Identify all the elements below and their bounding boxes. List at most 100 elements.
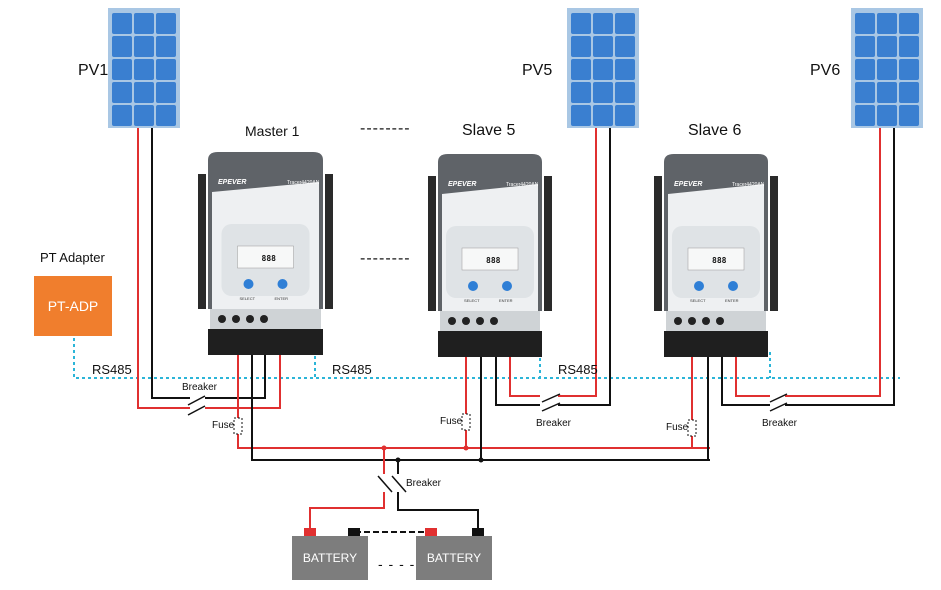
pv-cell (855, 105, 875, 126)
pv-cell (615, 82, 635, 103)
pv-panel-1 (108, 8, 180, 128)
terminal-screw (218, 315, 226, 323)
master-output-wires (237, 332, 710, 461)
breaker-label-2: Breaker (536, 418, 572, 429)
pv-cell (112, 82, 132, 103)
pv-cell (156, 105, 176, 126)
more-controllers-dashes-top: -------- (360, 120, 411, 137)
pv-cell (156, 59, 176, 80)
pv-cell (134, 36, 154, 57)
pv-cell (855, 59, 875, 80)
pv-cell (571, 59, 591, 80)
pv-cell (156, 13, 176, 34)
terminal-screw (232, 315, 240, 323)
battery-2: BATTERY (416, 536, 492, 580)
pv-cell (593, 36, 613, 57)
pv-cell (593, 59, 613, 80)
pv-cell (112, 13, 132, 34)
rs485-label-2: RS485 (332, 362, 372, 377)
pt-adapter-label: PT Adapter (40, 250, 105, 265)
select-text: SELECT (690, 298, 706, 303)
pt-adapter-box-label: PT-ADP (47, 298, 99, 314)
slave6-title: Slave 6 (688, 122, 742, 139)
enter-button-shape (277, 279, 288, 289)
more-controllers-dashes-mid: -------- (360, 250, 411, 267)
bottom-cover (664, 331, 768, 357)
model-text: Tracer4420AN (506, 182, 539, 188)
pv-cell (877, 59, 897, 80)
breaker-symbols (187, 393, 788, 493)
master1-title: Master 1 (245, 123, 300, 139)
pv5-label: PV5 (522, 62, 553, 79)
pv-panel-5 (567, 8, 639, 128)
more-batteries-dashes: - - - - (378, 556, 416, 572)
lcd-screen (237, 245, 294, 269)
pv-cell (899, 13, 919, 34)
fuse-label-3: Fuse (666, 422, 689, 433)
pv-cell (855, 13, 875, 34)
breaker-label-3: Breaker (762, 418, 798, 429)
pv-cell (877, 105, 897, 126)
pv-cell (593, 105, 613, 126)
pv-cell (112, 36, 132, 57)
battery-2-label: BATTERY (426, 551, 482, 565)
battery-wires (309, 448, 479, 533)
pv-cell (615, 13, 635, 34)
pv-cell (593, 13, 613, 34)
pv-cell (593, 82, 613, 103)
pv-cell (877, 82, 897, 103)
terminal-screw (246, 315, 254, 323)
enter-button-shape (502, 281, 512, 291)
breaker-label-4: Breaker (406, 478, 442, 489)
pv-cell (615, 105, 635, 126)
select-button-shape (694, 281, 704, 291)
pv-cell (571, 105, 591, 126)
pv-cell (615, 36, 635, 57)
heatsink-right (325, 174, 333, 309)
select-text: SELECT (240, 296, 256, 301)
pv-cell (156, 82, 176, 103)
pv-cell (899, 82, 919, 103)
terminal-screw (490, 317, 498, 325)
pv-cell (571, 36, 591, 57)
pt-adapter-box: PT-ADP (34, 276, 112, 336)
lcd-digits: 888 (262, 254, 277, 263)
fuse-label-2: Fuse (440, 416, 463, 427)
pv-cell (134, 13, 154, 34)
terminal-screw (260, 315, 268, 323)
pv-cell (112, 59, 132, 80)
pv-cell (134, 82, 154, 103)
pv-cell (877, 36, 897, 57)
heatsink-right (770, 176, 778, 311)
model-text: Tracer4420AN (732, 182, 765, 188)
pv-cell (877, 13, 897, 34)
terminal-screw (702, 317, 710, 325)
brand-text: EPEVER (218, 179, 246, 186)
select-button-shape (468, 281, 478, 291)
pv-cell (855, 36, 875, 57)
brand-text: EPEVER (674, 181, 702, 188)
terminal-screw (716, 317, 724, 325)
battery-1: BATTERY (292, 536, 368, 580)
slave5-title: Slave 5 (462, 122, 516, 139)
battery-terminals (304, 528, 484, 536)
bottom-cover (438, 331, 542, 357)
brand-text: EPEVER (448, 181, 476, 188)
terminal-screw (688, 317, 696, 325)
lcd-digits: 888 (486, 256, 501, 265)
pv-cell (156, 36, 176, 57)
junction-dots (395, 457, 484, 463)
lcd-digits: 888 (712, 256, 727, 265)
rs485-label-1: RS485 (92, 362, 132, 377)
pv-cell (134, 105, 154, 126)
rs485-label-3: RS485 (558, 362, 598, 377)
pv-cell (899, 105, 919, 126)
pv-cell (615, 59, 635, 80)
